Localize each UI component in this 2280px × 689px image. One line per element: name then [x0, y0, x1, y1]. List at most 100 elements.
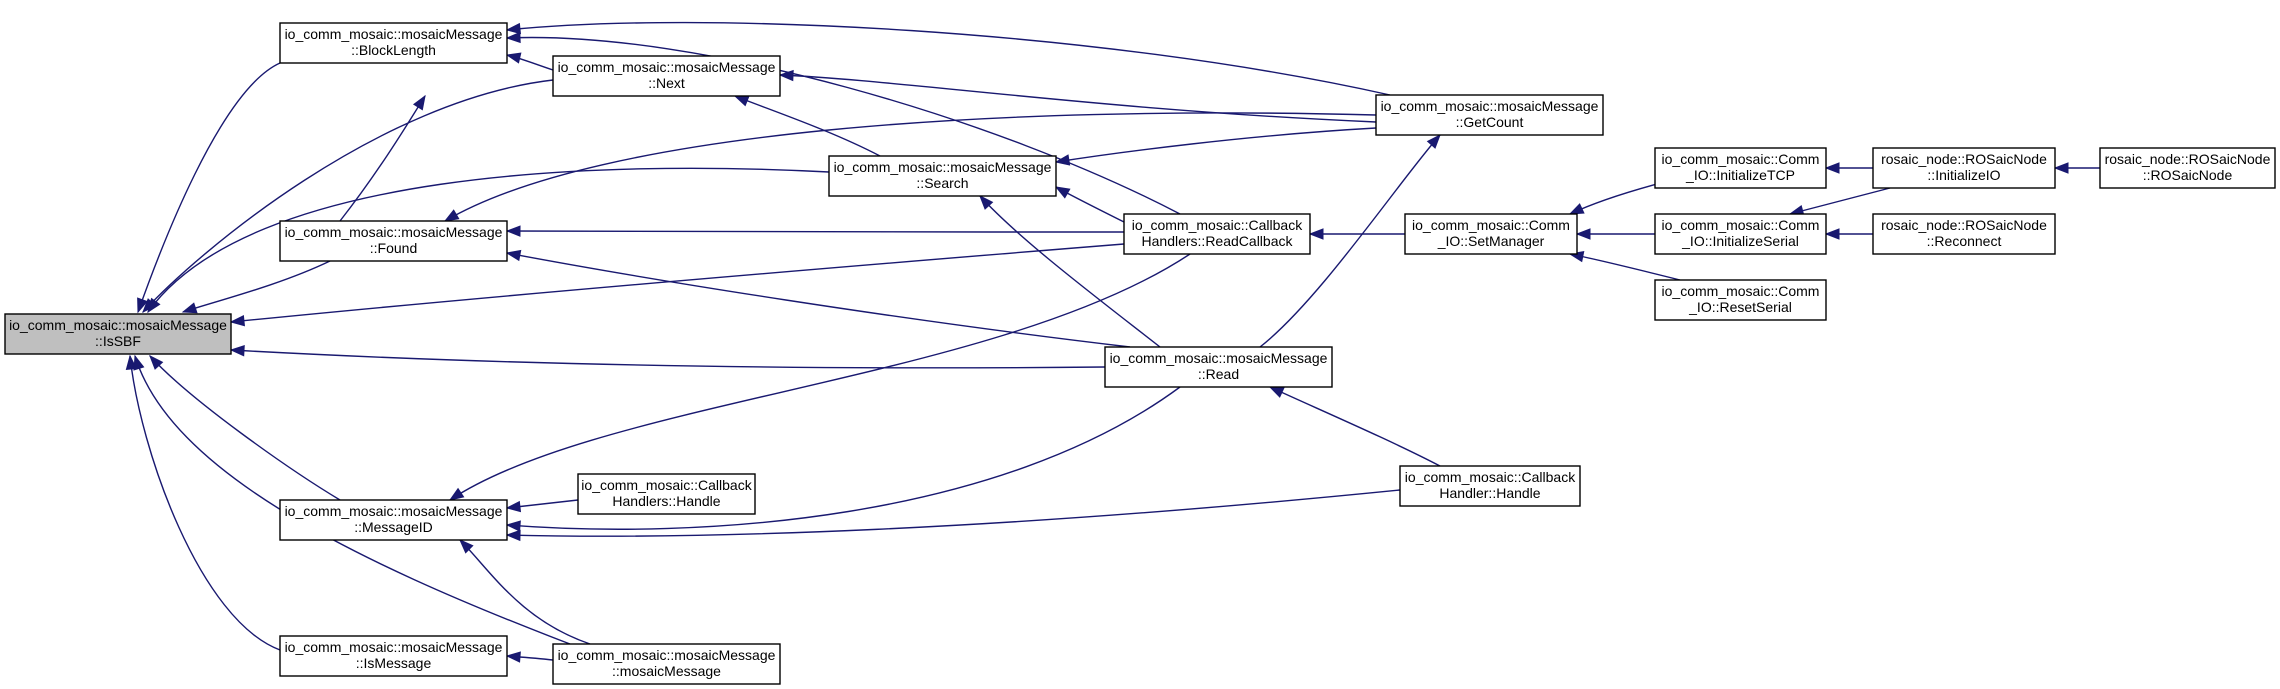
node-ResetSerial[interactable]: io_comm_mosaic::Comm_IO::ResetSerial	[1654, 279, 1827, 321]
node-box	[4, 313, 232, 355]
edge-IsMessage-to-IsSBF	[125, 354, 281, 651]
node-label-line: ::Next	[648, 75, 685, 91]
edge-ReadCallback-to-IsSBF	[229, 243, 1125, 327]
node-ReadCallback[interactable]: io_comm_mosaic::CallbackHandlers::ReadCa…	[1123, 213, 1311, 255]
edge-line	[506, 386, 1181, 530]
node-label-line: io_comm_mosaic::mosaicMessage	[9, 317, 227, 333]
edge-GetCount-to-BlockLength	[505, 21, 1391, 96]
edge-line	[129, 355, 281, 651]
arrowhead	[443, 209, 460, 222]
node-Reconnect[interactable]: rosaic_node::ROSaicNode::Reconnect	[1872, 213, 2056, 255]
node-label-line: io_comm_mosaic::mosaicMessage	[285, 503, 503, 519]
edge-line	[506, 21, 1391, 96]
node-label-line: ::Found	[370, 240, 417, 256]
node-box	[1654, 147, 1827, 189]
node-box	[577, 473, 756, 515]
arrowhead	[229, 345, 245, 357]
node-label-line: io_comm_mosaic::mosaicMessage	[1110, 350, 1328, 366]
edge-Read-to-GetCount	[1259, 133, 1441, 348]
node-MessageID[interactable]: io_comm_mosaic::mosaicMessage::MessageID	[279, 499, 508, 541]
node-box	[279, 22, 508, 64]
edge-MessageID-to-IsSBF	[149, 354, 341, 501]
node-label-line: io_comm_mosaic::mosaicMessage	[285, 26, 503, 42]
edge-line	[1789, 187, 1891, 215]
edge-line	[137, 62, 281, 313]
node-label-line: io_comm_mosaic::Comm	[1412, 217, 1570, 233]
arrowhead	[505, 249, 522, 262]
node-ROSaicNode[interactable]: rosaic_node::ROSaicNode::ROSaicNode	[2099, 147, 2276, 189]
node-InitIO[interactable]: rosaic_node::ROSaicNode::InitializeIO	[1872, 147, 2056, 189]
edge-Ctor-to-IsMessage	[505, 651, 554, 663]
node-label-line: Handlers::Handle	[612, 493, 720, 509]
node-GetCount[interactable]: io_comm_mosaic::mosaicMessage::GetCount	[1375, 94, 1604, 136]
edge-line	[230, 349, 1106, 369]
arrowhead	[505, 500, 522, 513]
node-label-line: ::GetCount	[1456, 114, 1524, 130]
edge-HandlerHandle-to-MessageID	[505, 489, 1401, 542]
arrowhead	[412, 94, 426, 111]
node-box	[1123, 213, 1311, 255]
node-box	[1104, 346, 1333, 388]
edge-Read-to-MessageID	[505, 386, 1181, 532]
node-Read[interactable]: io_comm_mosaic::mosaicMessage::Read	[1104, 346, 1333, 388]
node-Ctor[interactable]: io_comm_mosaic::mosaicMessage::mosaicMes…	[552, 643, 781, 685]
node-box	[1375, 94, 1604, 136]
arrowhead	[505, 52, 522, 64]
node-label-line: io_comm_mosaic::mosaicMessage	[1381, 98, 1599, 114]
arrowhead	[505, 31, 521, 44]
node-Next[interactable]: io_comm_mosaic::mosaicMessage::Next	[552, 55, 781, 97]
node-label-line: ::IsMessage	[356, 655, 432, 671]
node-BlockLength[interactable]: io_comm_mosaic::mosaicMessage::BlockLeng…	[279, 22, 508, 64]
arrowhead	[137, 297, 148, 314]
node-box	[1654, 279, 1827, 321]
arrowhead	[2053, 162, 2069, 174]
node-InitTCP[interactable]: io_comm_mosaic::Comm_IO::InitializeTCP	[1654, 147, 1827, 189]
arrowhead	[505, 225, 521, 237]
edge-InitSerial-to-SetManager	[1575, 228, 1655, 240]
edge-line	[979, 195, 1161, 348]
node-box	[279, 635, 508, 677]
edge-Next-to-IsSBF	[142, 79, 554, 314]
edge-line	[734, 95, 881, 157]
edge-InitIO-to-InitSerial	[1788, 187, 1891, 217]
edge-line	[444, 112, 1377, 222]
node-Found[interactable]: io_comm_mosaic::mosaicMessage::Found	[279, 220, 508, 262]
edge-line	[459, 539, 591, 645]
arrowhead	[1054, 186, 1071, 199]
arrowhead	[505, 520, 521, 532]
arrowhead	[1308, 228, 1324, 240]
arrowhead	[1426, 133, 1441, 149]
node-IsMessage[interactable]: io_comm_mosaic::mosaicMessage::IsMessage	[279, 635, 508, 677]
edge-HandlerHandle-to-Read	[1268, 386, 1441, 467]
edge-line	[506, 230, 1125, 233]
edge-ReadCallback-to-BlockLength	[505, 31, 1181, 215]
node-box	[279, 220, 508, 262]
edge-line	[1269, 386, 1441, 467]
edge-Search-to-IsSBF	[147, 167, 830, 314]
node-InitSerial[interactable]: io_comm_mosaic::Comm_IO::InitializeSeria…	[1654, 213, 1827, 255]
edge-GetCount-to-Search	[1054, 127, 1377, 166]
node-box	[552, 643, 781, 685]
node-Search[interactable]: io_comm_mosaic::mosaicMessage::Search	[828, 155, 1057, 197]
node-IsSBF[interactable]: io_comm_mosaic::mosaicMessage::IsSBF	[4, 313, 232, 355]
arrowhead	[1268, 386, 1285, 398]
edge-GetCount-to-Next	[778, 69, 1377, 123]
node-label-line: io_comm_mosaic::mosaicMessage	[834, 159, 1052, 175]
node-label-line: io_comm_mosaic::mosaicMessage	[285, 224, 503, 240]
edge-line	[779, 74, 1377, 123]
edge-ROSaicNode-to-InitIO	[2053, 162, 2100, 174]
node-label-line: io_comm_mosaic::Comm	[1662, 151, 1820, 167]
edge-line	[506, 252, 1131, 348]
arrowhead	[1054, 154, 1071, 166]
node-label-line: ::IsSBF	[95, 333, 141, 349]
edge-ReadCallback-to-Search	[1054, 186, 1125, 223]
node-label-line: ::Search	[916, 175, 968, 191]
arrowhead	[459, 539, 474, 554]
node-SetManager[interactable]: io_comm_mosaic::Comm_IO::SetManager	[1404, 213, 1578, 255]
node-label-line: io_comm_mosaic::mosaicMessage	[558, 59, 776, 75]
arrowhead	[1824, 162, 1840, 174]
arrowhead	[147, 297, 161, 314]
arrowhead	[229, 314, 246, 327]
